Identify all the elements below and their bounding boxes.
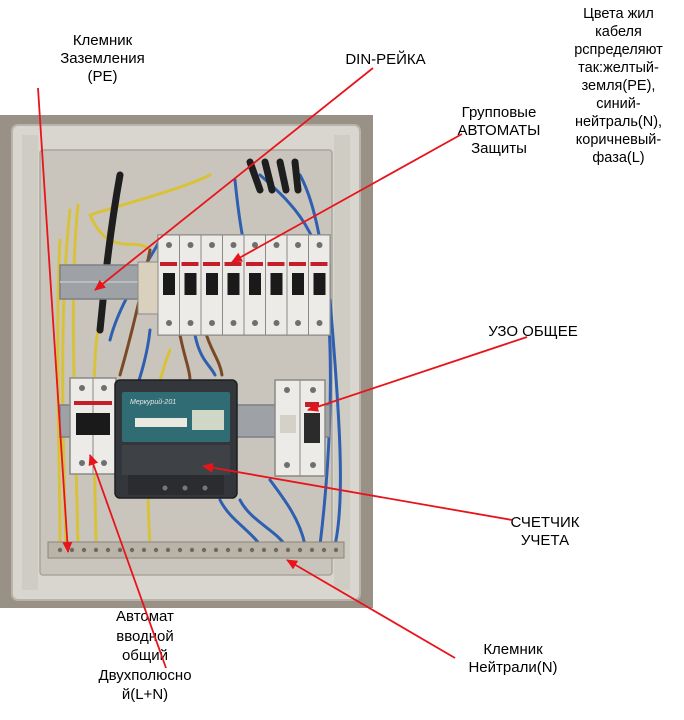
black-cables [96,158,302,334]
wire-color-legend: Цвета жил кабеля рспределяют так:желтый-… [574,6,663,166]
meter-label: СЧЕТЧИК УЧЕТА [510,514,580,549]
meter-brand-text: Меркурий-201 [130,398,176,406]
electricity-meter: Меркурий-201 [114,379,238,499]
group-breakers [137,234,331,336]
terminal-bars [47,541,345,559]
left-frame [22,135,38,590]
right-frame [334,135,350,590]
main-breaker [69,377,117,475]
main-breaker-label: Автомат вводной общий Двухполюсно й(L+N) [98,608,192,703]
arrow-group-breakers [231,133,463,263]
arrow-neutral-terminal [286,559,456,659]
arrow-meter [202,462,513,521]
rcd-main-label: УЗО ОБЩЕЕ [488,323,578,340]
neutral-terminal-label: Клемник Нейтрали(N) [468,641,558,676]
arrow-rcd [307,336,528,412]
group-breakers-label: Групповые АВТОМАТЫ Защиты [457,104,541,157]
rcd-main [274,379,326,477]
pe-terminal-label: Клемник Заземления (PE) [60,32,145,85]
arrow-main-breaker [88,454,167,669]
arrow-din-rail [94,67,374,291]
din-rail-label: DIN-РЕЙКА [345,51,426,68]
callout-arrows [37,67,528,669]
arrow-pe-terminal [37,87,73,553]
